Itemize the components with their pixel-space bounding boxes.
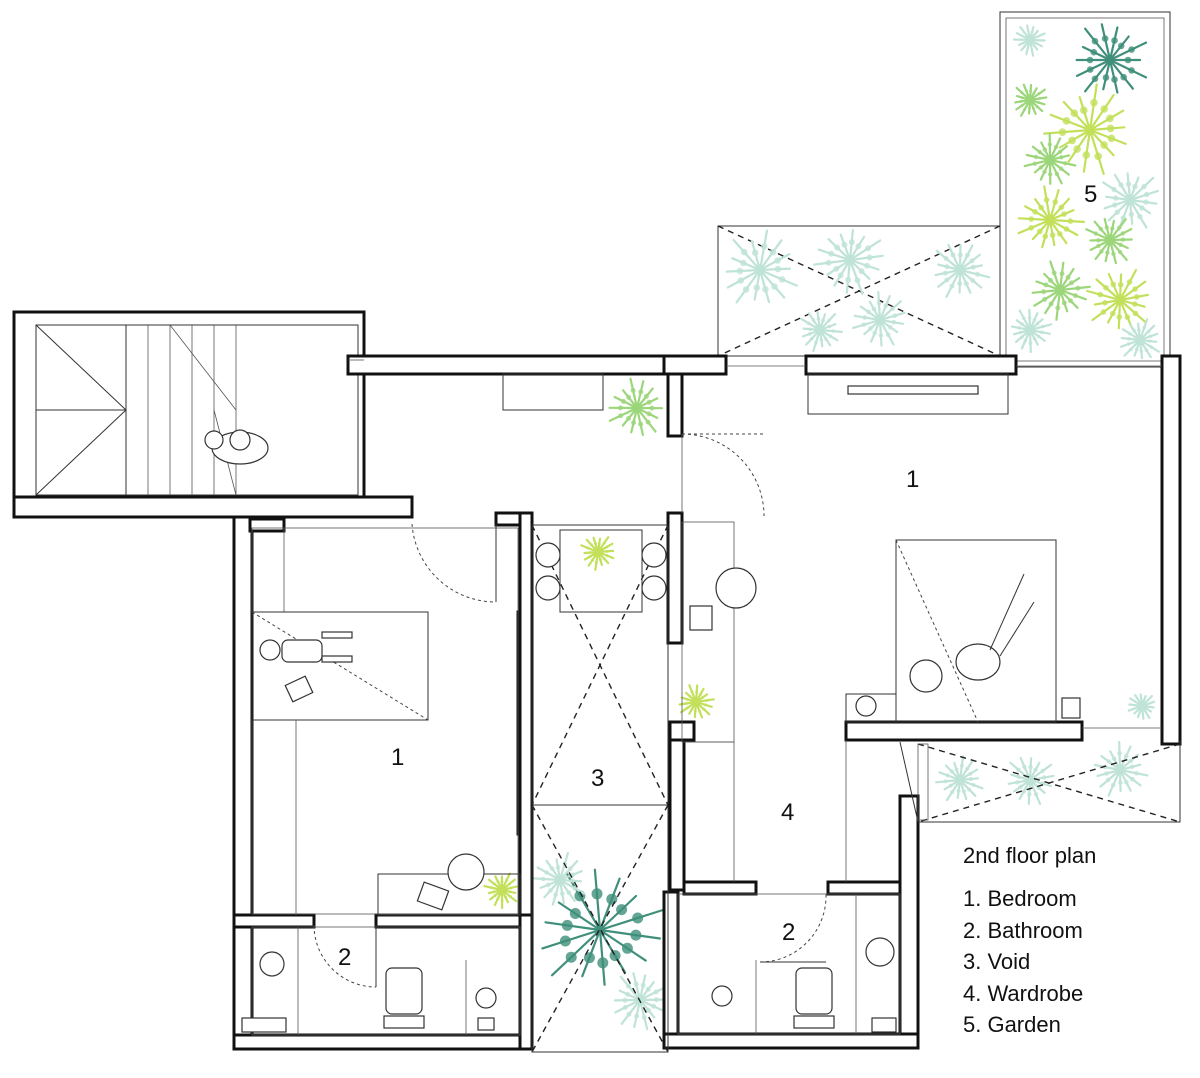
- plant-icon: [725, 229, 798, 304]
- plant-icon: [851, 291, 906, 347]
- plant-icon: [1102, 172, 1160, 232]
- legend-item-void: 3. Void: [963, 949, 1031, 974]
- plant-icon: [1127, 693, 1156, 720]
- plant-icon: [1017, 185, 1086, 249]
- plant-icon: [813, 229, 884, 295]
- plant-decorations: [483, 23, 1160, 1031]
- corridor-fixtures: [348, 359, 1162, 517]
- plant-icon: [580, 536, 615, 571]
- plant-icon: [1085, 217, 1133, 265]
- plant-icon: [1119, 318, 1160, 360]
- garden-area: [999, 11, 1171, 368]
- room-label-bathroom-left: 2: [338, 944, 351, 971]
- bedroom-left: [251, 523, 521, 916]
- plant-icon: [541, 868, 665, 986]
- plant-icon: [678, 684, 715, 719]
- room-label-bathroom-right: 2: [782, 919, 795, 946]
- plant-icon: [1010, 308, 1053, 354]
- legend: 2nd floor plan 1. Bedroom 2. Bathroom 3.…: [963, 843, 1096, 1041]
- plant-icon: [1042, 83, 1127, 175]
- staircase: [12, 310, 366, 519]
- room-label-bedroom-right: 1: [906, 466, 919, 493]
- room-label-wardrobe: 4: [781, 799, 794, 826]
- legend-item-wardrobe: 4. Wardrobe: [963, 980, 1084, 1006]
- plant-icon: [608, 377, 664, 436]
- legend-title: 2nd floor plan: [963, 843, 1097, 868]
- plant-icon: [934, 755, 984, 802]
- void-area: [531, 524, 669, 1053]
- room-label-void: 3: [591, 765, 604, 792]
- plant-icon: [1093, 740, 1149, 797]
- plant-icon: [1023, 132, 1077, 185]
- room-label-garden: 5: [1084, 181, 1097, 208]
- plant-icon: [1014, 83, 1048, 117]
- plant-icon: [1007, 756, 1055, 806]
- bathroom-right: [677, 893, 901, 1035]
- legend-item-bedroom: 1. Bedroom: [963, 886, 1077, 911]
- plant-icon: [934, 243, 991, 298]
- legend-list: 1. Bedroom 2. Bathroom 3. Void 4. Wardro…: [963, 883, 1096, 1041]
- plant-icon: [1086, 268, 1150, 330]
- room-label-bedroom-left: 1: [391, 744, 404, 771]
- legend-item-garden: 5. Garden: [963, 1012, 1061, 1037]
- plant-icon: [483, 872, 518, 910]
- plant-icon: [1012, 24, 1046, 57]
- plant-icon: [1075, 23, 1148, 94]
- wardrobe-area: [684, 740, 847, 882]
- plant-icon: [799, 310, 844, 353]
- plant-icon: [1031, 260, 1091, 321]
- legend-item-bathroom: 2. Bathroom: [963, 917, 1083, 943]
- bathroom-left: [241, 924, 521, 1036]
- plant-icon: [613, 972, 669, 1031]
- bedroom-right: [681, 521, 1181, 823]
